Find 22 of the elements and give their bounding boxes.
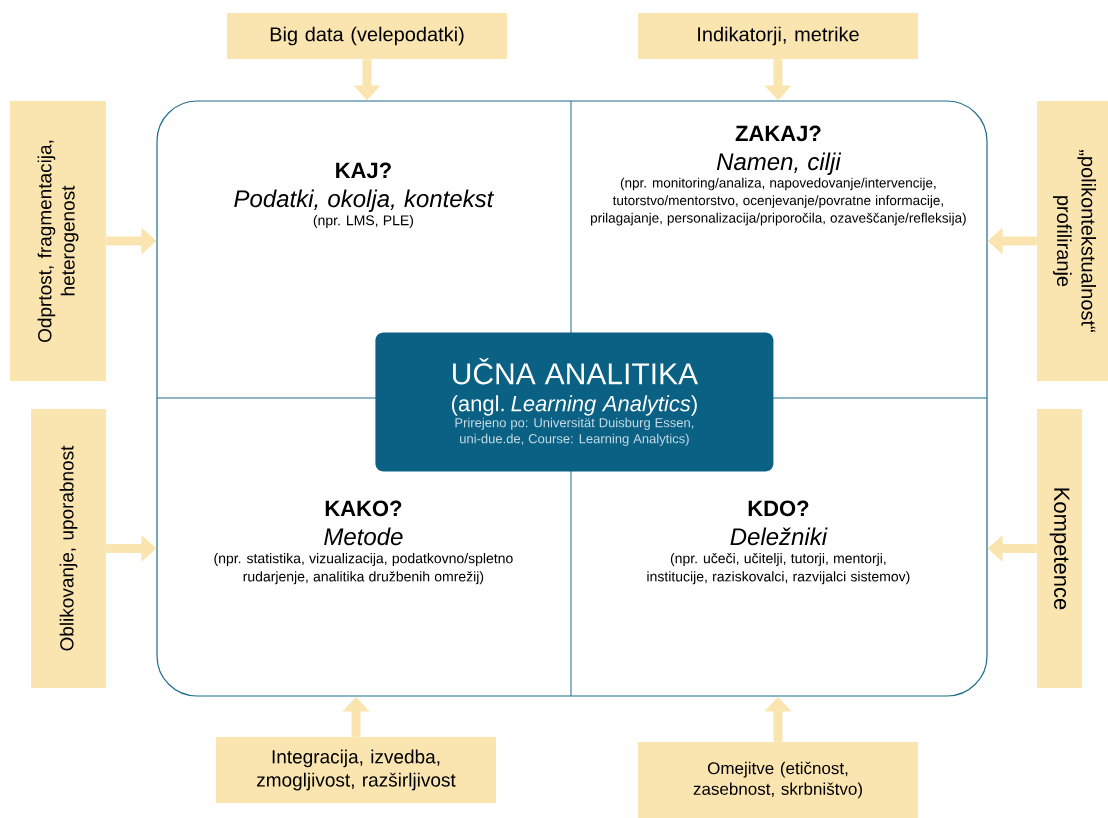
heading: KAKO? [325, 500, 402, 517]
input-box: „polikontekstualnost“ profiliranje [1037, 101, 1108, 381]
input-box: Omejitve (etičnost, zasebnost, skrbništvo) [638, 742, 918, 818]
subheading: Podatki, okolja, kontekst [234, 189, 495, 212]
subheading: Metode [324, 527, 403, 546]
subheading: Namen, cilji [716, 152, 842, 175]
example-text: (npr. učeči, učitelji, tutorji, mentorji, institucije, raziskovalci, razvijalci sistemov) [647, 552, 910, 585]
frame [156, 100, 988, 697]
input-box: Odprtost, fragmentacija, heterogenost [10, 101, 106, 381]
example-text: (npr. monitoring/analiza, napovedovanje/intervencije, tutorstvo/mentorstvo, ocenjevanje/povratne informacije, prilagajanje, personalizacija/priporočila, ozaveščanje/refleksija) [591, 177, 966, 226]
example-text: (npr. statistika, vizualizacija, podatkovno/spletno rudarjenje, analitika družbenih omrežij) [214, 553, 513, 585]
heading: KAJ? [336, 162, 391, 179]
title-box: UČNA ANALITIKA (angl. Learning Analytics) Prirejeno po: Universität Duisburg Essen, uni-due.de, Course: Learning Analytics) [375, 332, 774, 472]
subheading: Deležniki [730, 527, 828, 546]
input-box: Big data (velepodatki) [227, 13, 507, 59]
heading: ZAKAJ? [735, 125, 821, 142]
input-box: Integracija, izvedba, zmogljivost, razširljivost [216, 737, 496, 803]
example-text: (npr. LMS, PLE) [313, 215, 414, 229]
input-box: Oblikovanje, uporabnost [31, 409, 106, 688]
input-box: Kompetence [1037, 409, 1082, 688]
heading: KDO? [748, 500, 809, 517]
input-box: Indikatorji, metrike [638, 13, 918, 59]
